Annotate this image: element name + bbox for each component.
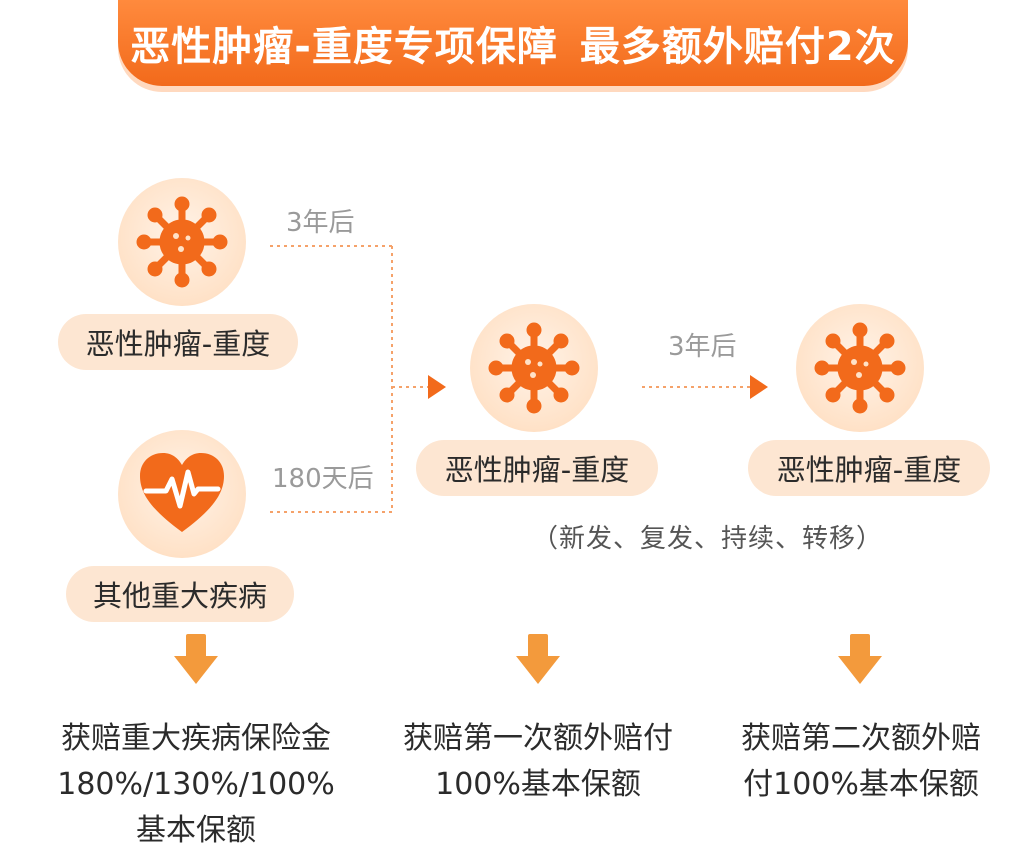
node-cancer-second-label: 恶性肿瘤-重度 [416, 440, 658, 496]
heart-pulse-icon [140, 453, 224, 532]
virus-icon [136, 196, 228, 288]
arrow-right-icon [428, 375, 446, 399]
result-middle: 获赔第一次额外赔付 100%基本保额 [378, 716, 698, 808]
result-left-line-1: 获赔重大疾病保险金 [61, 721, 331, 756]
result-middle-line-2: 100%基本保额 [435, 767, 641, 802]
node-cancer-third-label: 恶性肿瘤-重度 [748, 440, 990, 496]
banner-title-main: 恶性肿瘤-重度专项保障 [130, 24, 558, 70]
timing-after-other: 180天后 [272, 464, 374, 494]
arrow-down-icon [838, 634, 882, 684]
virus-icon [814, 322, 906, 414]
cancer-icon-circle [118, 178, 246, 306]
node-cancer-first-label: 恶性肿瘤-重度 [58, 314, 298, 370]
result-left-line-2: 180%/130%/100% [57, 767, 335, 802]
timing-after-cancer: 3年后 [286, 208, 355, 238]
result-middle-line-1: 获赔第一次额外赔付 [403, 721, 673, 756]
result-left: 获赔重大疾病保险金 180%/130%/100% 基本保额 [18, 716, 374, 854]
result-right-line-1: 获赔第二次额外赔 [741, 721, 981, 756]
result-left-line-3: 基本保额 [136, 813, 256, 848]
arrow-right-icon [750, 375, 768, 399]
result-right: 获赔第二次额外赔 付100%基本保额 [716, 716, 1006, 808]
arrow-down-icon [174, 634, 218, 684]
timing-between-claims: 3年后 [668, 332, 737, 362]
node-other-disease-label: 其他重大疾病 [66, 566, 294, 622]
virus-icon [488, 322, 580, 414]
title-banner: 恶性肿瘤-重度专项保障最多额外赔付2次 [118, 0, 908, 86]
banner-title: 恶性肿瘤-重度专项保障最多额外赔付2次 [130, 14, 895, 72]
heart-icon-circle [118, 430, 246, 558]
cancer-icon-circle [470, 304, 598, 432]
cancer-icon-circle [796, 304, 924, 432]
arrow-down-icon [516, 634, 560, 684]
banner-title-sub: 最多额外赔付2次 [579, 24, 896, 70]
cancer-types-note: （新发、复发、持续、转移） [532, 524, 884, 554]
result-right-line-2: 付100%基本保额 [743, 767, 979, 802]
